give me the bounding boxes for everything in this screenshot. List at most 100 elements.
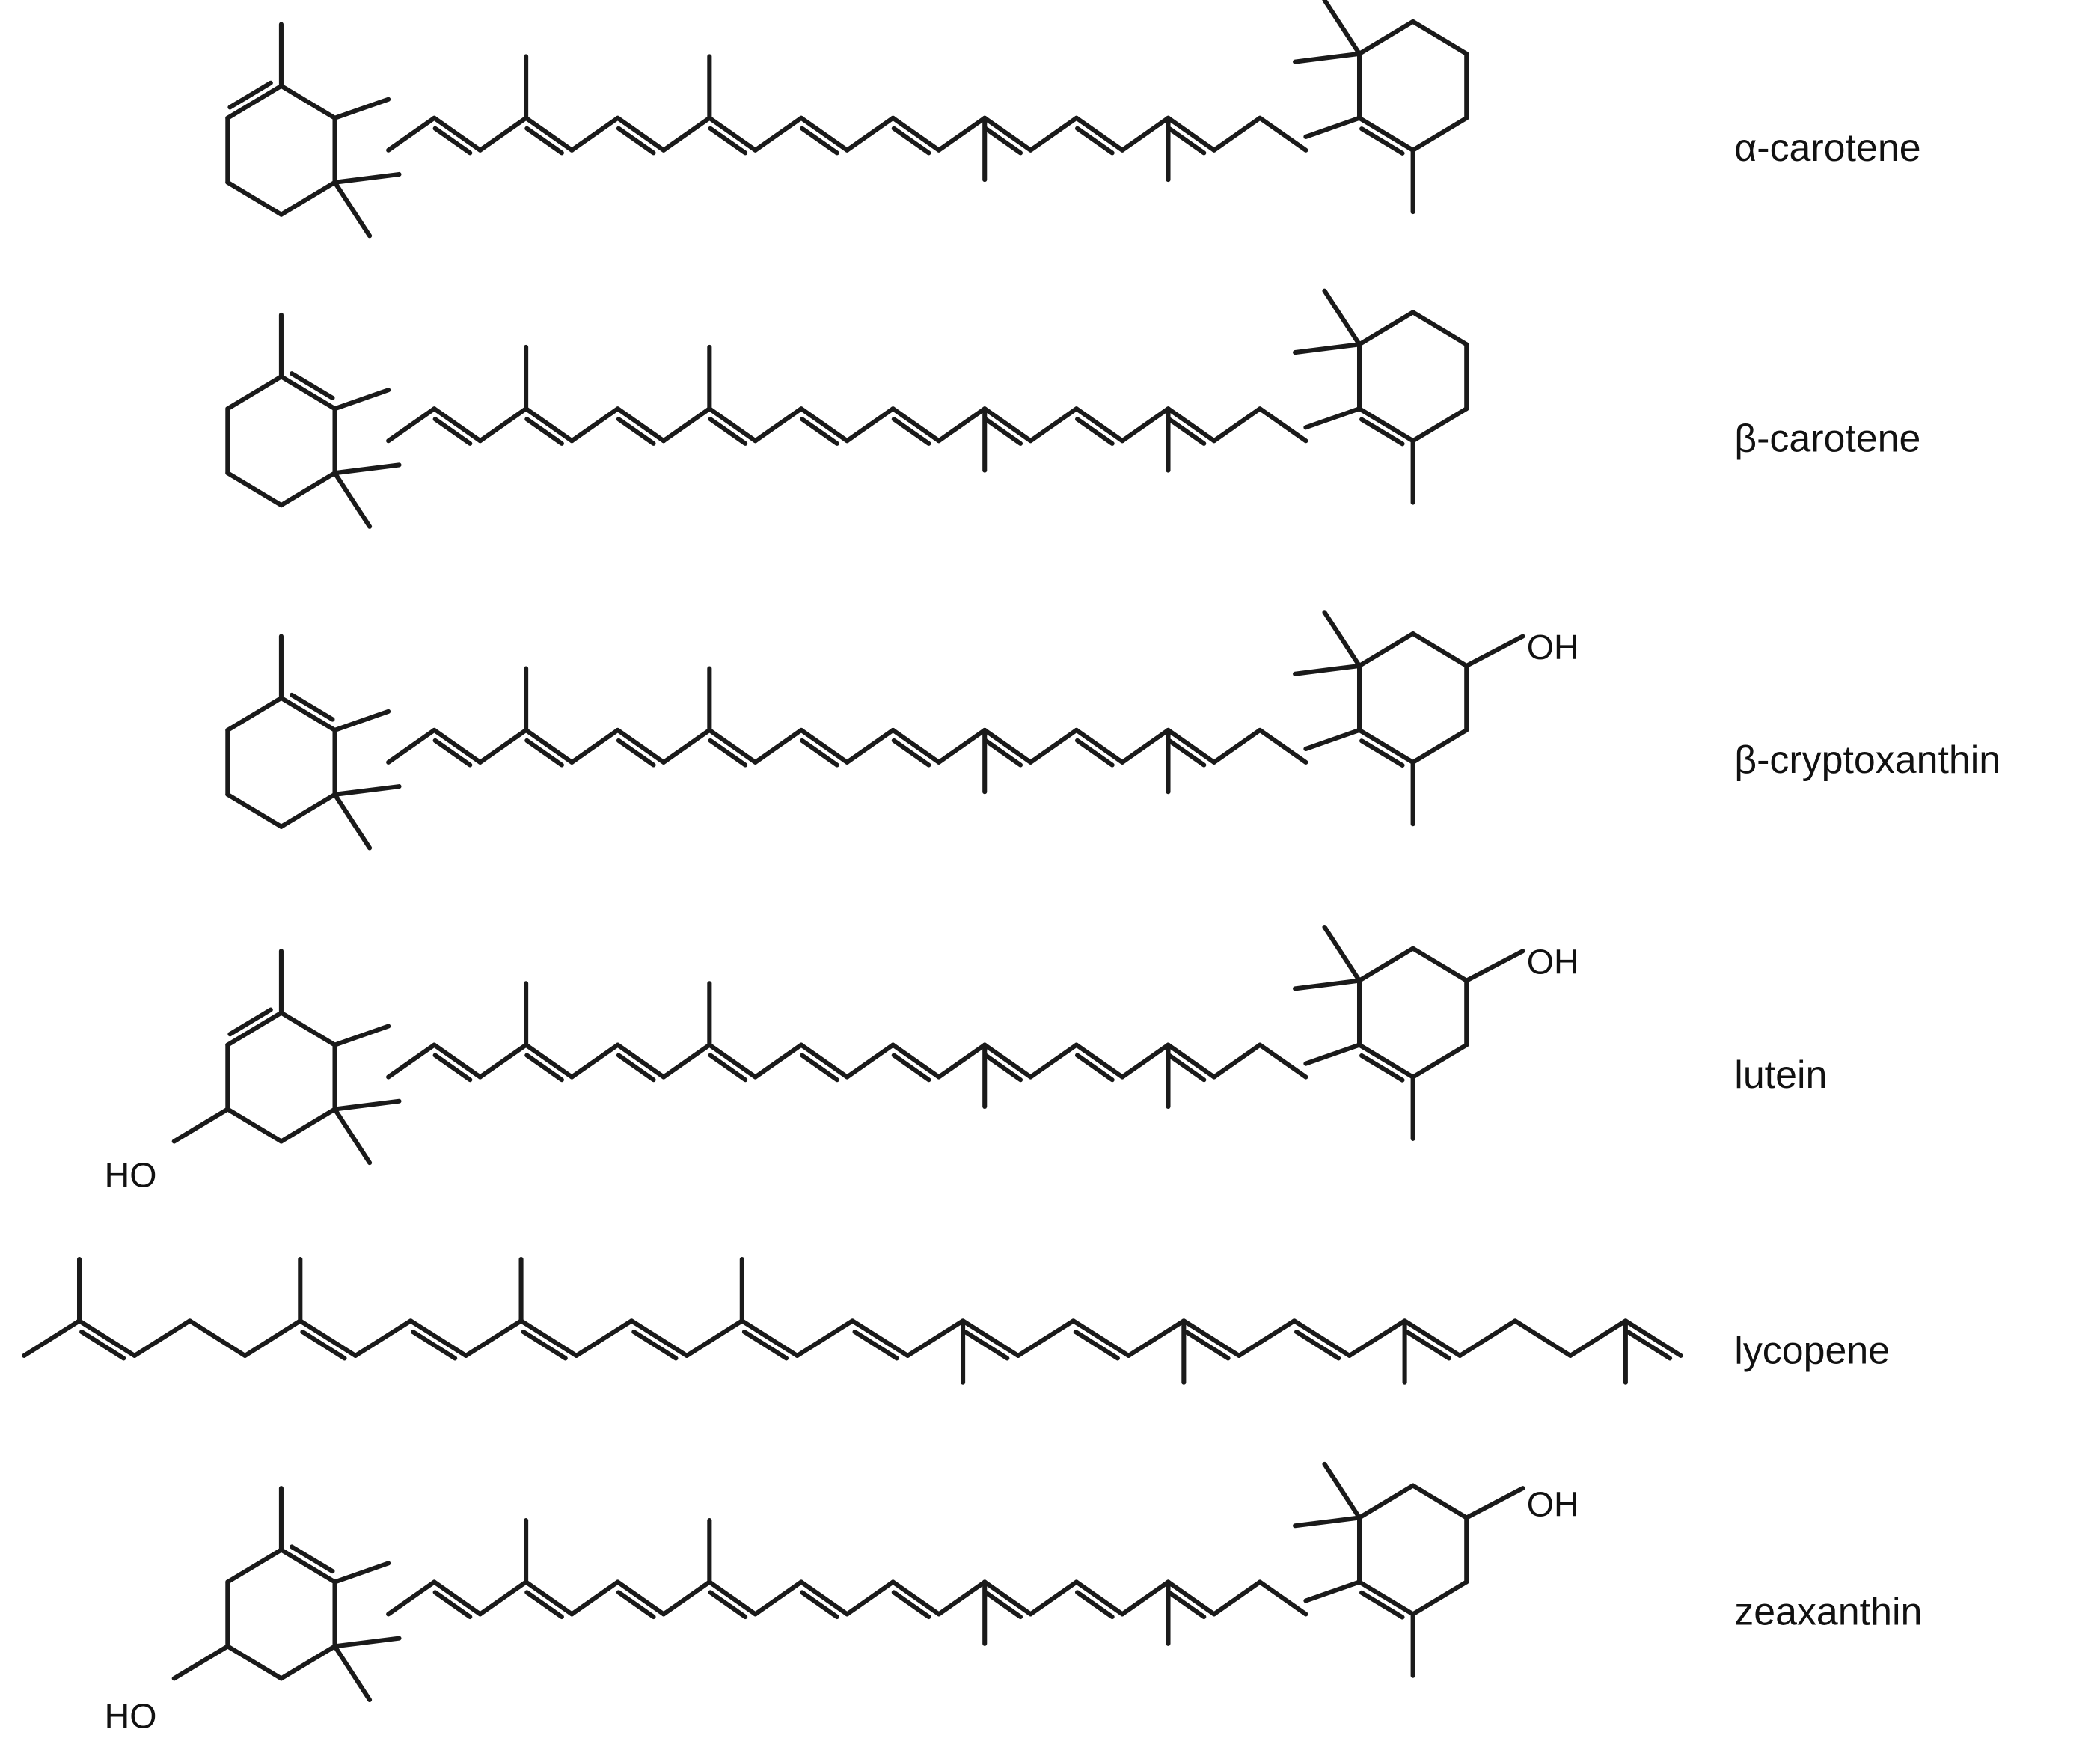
single-bond-line	[1410, 19, 1469, 56]
methyl-bond	[1322, 1461, 1362, 1520]
double-bond-line	[707, 727, 758, 765]
hydroxyl-label-beta-cryptoxanthin-right: OH	[1527, 628, 1579, 667]
double-bond-line	[1166, 727, 1216, 765]
single-bond-line	[1028, 727, 1079, 765]
double-bond-line	[524, 115, 575, 153]
single-bond-line	[1237, 1318, 1297, 1358]
label-beta-cryptoxanthin: β-cryptoxanthin	[1734, 738, 2000, 782]
methyl-bond	[1293, 1515, 1362, 1529]
double-bond-line	[1075, 1590, 1115, 1620]
methyl-bond	[332, 1098, 402, 1112]
double-bond-line	[708, 738, 748, 768]
double-bond-line	[432, 1053, 473, 1083]
double-bond-line	[1166, 1053, 1207, 1083]
single-bond-line	[1028, 115, 1079, 153]
double-bond-line	[983, 1053, 1023, 1083]
double-bond-line	[432, 727, 483, 765]
double-bond-line	[982, 1579, 1033, 1617]
single-bond-line	[684, 1318, 744, 1358]
single-bond-line	[278, 1010, 337, 1047]
single-bond-line	[1258, 1579, 1308, 1617]
double-bond-line	[1359, 1590, 1405, 1620]
single-bond-line	[753, 406, 804, 444]
single-bond-line	[225, 1547, 284, 1585]
hydroxyl-label-zeaxanthin-right: OH	[1527, 1485, 1579, 1524]
double-bond-line	[1071, 1318, 1131, 1358]
double-bond-line	[290, 692, 335, 722]
double-bond-line	[278, 695, 337, 732]
methyl-bond	[1293, 342, 1362, 355]
double-bond-line	[1181, 1318, 1242, 1358]
double-bond-line	[1359, 126, 1405, 156]
double-bond-line	[432, 1042, 483, 1080]
double-bond-line	[1356, 115, 1415, 153]
methyl-bond	[332, 792, 373, 851]
single-bond-line	[477, 115, 529, 153]
double-bond-line	[1075, 738, 1115, 768]
double-bond-line	[521, 1329, 568, 1361]
double-bond-line	[1402, 1318, 1463, 1358]
double-bond-line	[524, 1042, 575, 1080]
single-bond-line	[569, 115, 620, 153]
double-bond-line	[800, 126, 839, 156]
double-bond-line	[1166, 1590, 1207, 1620]
single-bond-line	[753, 727, 804, 765]
single-bond-line	[1028, 1579, 1079, 1617]
single-bond-line	[1211, 115, 1263, 153]
single-bond-line	[753, 1042, 804, 1080]
single-bond-line	[386, 727, 437, 765]
single-bond-line	[936, 406, 988, 444]
single-bond-line	[1211, 1579, 1263, 1617]
single-bond-line	[225, 471, 284, 508]
molecule-lutein	[171, 925, 1525, 1166]
single-bond-line	[1410, 631, 1469, 669]
double-bond-line	[1294, 1329, 1341, 1361]
single-bond-line	[386, 115, 437, 153]
single-bond-line	[1028, 1042, 1079, 1080]
double-bond-line	[983, 1590, 1023, 1620]
double-bond-line	[1074, 1042, 1125, 1080]
double-bond-line	[891, 126, 931, 156]
double-bond-line	[432, 417, 473, 446]
methyl-bond	[332, 1644, 373, 1703]
double-bond-line	[1075, 417, 1115, 446]
methyl-bond	[1322, 288, 1362, 347]
double-bond-line	[1623, 1318, 1683, 1358]
methyl-bond	[332, 471, 373, 529]
single-bond-line	[332, 1024, 391, 1047]
hydroxyl-label-lutein-right: OH	[1527, 943, 1579, 982]
double-bond-line	[76, 1318, 137, 1358]
double-bond-line	[741, 1329, 789, 1361]
single-bond-line	[936, 1042, 988, 1080]
single-bond-line	[661, 115, 712, 153]
double-bond-line	[982, 115, 1033, 153]
molecule-lycopene	[22, 1256, 1683, 1385]
double-bond-line	[615, 406, 667, 444]
double-bond-line	[225, 1010, 284, 1047]
single-bond-line	[1568, 1318, 1628, 1358]
double-bond-line	[1356, 1042, 1415, 1080]
double-bond-line	[852, 1329, 899, 1361]
double-bond-line	[300, 1329, 347, 1361]
double-bond-line	[616, 417, 656, 446]
single-bond-line	[845, 1579, 896, 1617]
double-bond-line	[411, 1329, 458, 1361]
double-bond-line	[616, 126, 656, 156]
double-bond-line	[891, 417, 931, 446]
double-bond-line	[1356, 1579, 1415, 1617]
double-bond-line	[615, 727, 667, 765]
single-bond-line	[1258, 727, 1308, 765]
single-bond-line	[1410, 1483, 1469, 1520]
single-bond-line	[1120, 115, 1171, 153]
single-bond-line	[753, 1579, 804, 1617]
double-bond-line	[1404, 1329, 1451, 1361]
single-bond-line	[278, 471, 337, 508]
double-bond-line	[1074, 727, 1125, 765]
double-bond-line	[708, 1053, 748, 1083]
single-bond-line	[1211, 727, 1263, 765]
double-bond-line	[1074, 115, 1125, 153]
single-bond-line	[661, 1042, 712, 1080]
single-bond-line	[386, 1579, 437, 1617]
label-lycopene: lycopene	[1734, 1330, 1890, 1373]
